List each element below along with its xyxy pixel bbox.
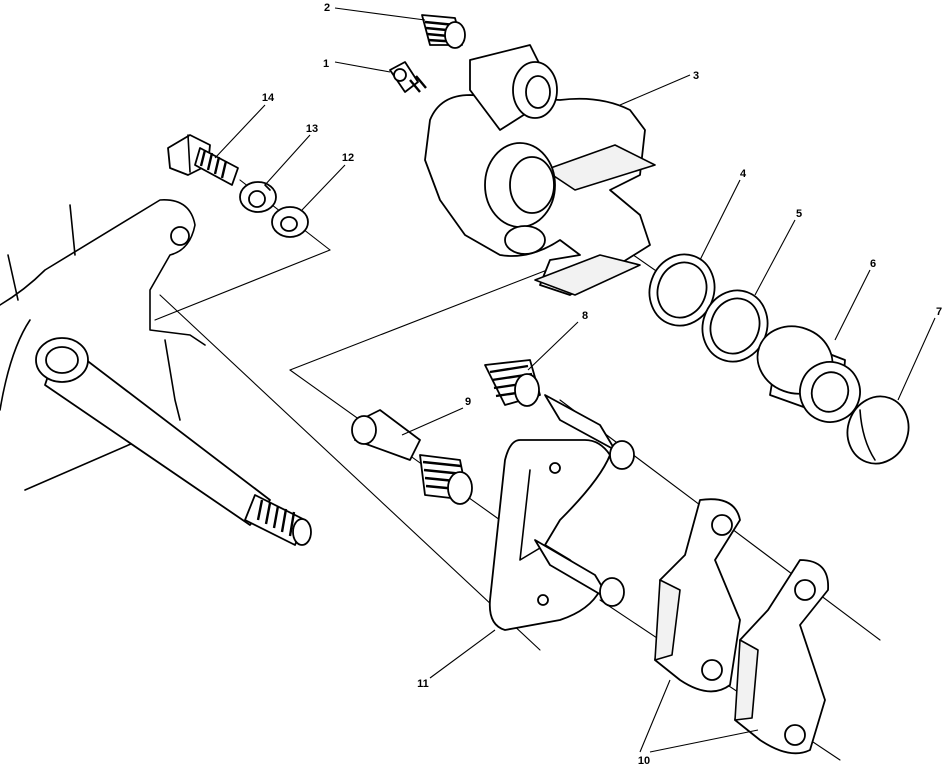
frame-bracket — [0, 199, 206, 421]
callout-14: 14 — [262, 92, 275, 104]
bleeder-valve — [389, 61, 427, 93]
callout-9: 9 — [465, 396, 471, 408]
lock-washer — [239, 181, 277, 213]
piston-cap — [846, 395, 910, 465]
callout-3: 3 — [693, 70, 699, 82]
slide-pin-boot — [484, 359, 541, 407]
brake-pad-inner — [654, 498, 741, 693]
callout-1: 1 — [323, 58, 329, 70]
caliper-body — [424, 44, 656, 296]
callout-2: 2 — [324, 2, 330, 14]
piston-seal — [648, 253, 716, 327]
mounting-bracket — [488, 394, 635, 631]
callout-10: 10 — [638, 755, 650, 767]
slide-pin — [351, 409, 473, 505]
brake-pad-outer — [734, 559, 829, 755]
callout-5: 5 — [796, 208, 802, 220]
hex-bolt — [167, 134, 239, 186]
threaded-plug — [421, 14, 466, 49]
flat-washer — [271, 206, 309, 238]
callout-7: 7 — [936, 306, 942, 318]
axle-shaft — [24, 337, 312, 546]
callout-4: 4 — [740, 168, 747, 180]
caliper-piston — [756, 325, 861, 423]
callout-12: 12 — [342, 152, 354, 164]
callout-8: 8 — [582, 310, 588, 322]
callout-leaders — [214, 7, 936, 753]
callout-13: 13 — [306, 123, 318, 135]
callout-6: 6 — [870, 258, 876, 270]
callout-labels: 1 2 3 4 5 6 7 8 9 10 11 12 13 14 — [262, 2, 942, 767]
callout-11: 11 — [417, 678, 429, 690]
dust-seal — [701, 289, 769, 363]
